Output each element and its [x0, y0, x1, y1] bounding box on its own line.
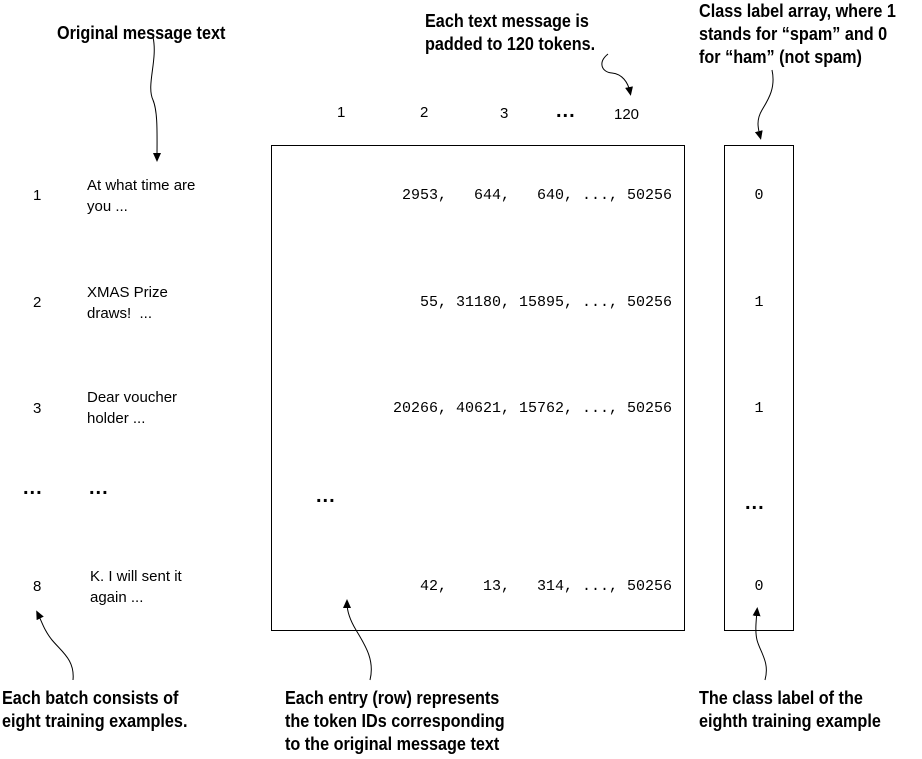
- column-header: 3: [500, 105, 509, 122]
- token-id-matrix: [271, 145, 685, 631]
- class-label: 1: [754, 294, 764, 311]
- token-ids: 2953, 644, 640, ..., 50256: [401, 187, 672, 204]
- token-ids: 42, 13, 314, ..., 50256: [419, 578, 672, 595]
- annotation-padded: Each text message is padded to 120 token…: [425, 11, 596, 54]
- column-header: 1: [337, 104, 346, 121]
- token-ids: 55, 31180, 15895, ..., 50256: [419, 294, 672, 311]
- annotation-entry: Each entry (row) represents the token ID…: [285, 688, 505, 754]
- row-index-ellipsis: ...: [23, 477, 43, 499]
- class-label-array: [724, 145, 794, 631]
- row-index: 3: [33, 400, 42, 417]
- annotation-original-text: Original message text: [57, 23, 226, 43]
- class-label: 0: [754, 187, 764, 204]
- message-text-ellipsis: ...: [89, 477, 109, 499]
- class-label: 1: [754, 400, 764, 417]
- column-header-ellipsis: ...: [556, 100, 576, 122]
- token-ids-ellipsis: ...: [316, 485, 336, 507]
- column-header: 2: [420, 104, 429, 121]
- annotation-class-label: Class label array, where 1 stands for “s…: [699, 1, 896, 67]
- class-label: 0: [754, 578, 764, 595]
- row-index: 8: [33, 578, 42, 595]
- arrow-padded: [601, 53, 633, 96]
- row-index: 1: [33, 187, 42, 204]
- column-header: 120: [614, 106, 640, 123]
- arrow-eighth: [752, 607, 767, 681]
- annotation-eighth: The class label of the eighth training e…: [699, 688, 881, 731]
- token-ids: 20266, 40621, 15762, ..., 50256: [392, 400, 672, 417]
- arrow-class-label: [754, 69, 774, 140]
- annotation-batch: Each batch consists of eight training ex…: [2, 688, 188, 731]
- arrow-original-text: [150, 36, 162, 162]
- row-index: 2: [33, 294, 42, 311]
- class-label-ellipsis: ...: [745, 492, 765, 514]
- arrow-entry: [343, 599, 372, 681]
- arrow-batch: [36, 610, 74, 681]
